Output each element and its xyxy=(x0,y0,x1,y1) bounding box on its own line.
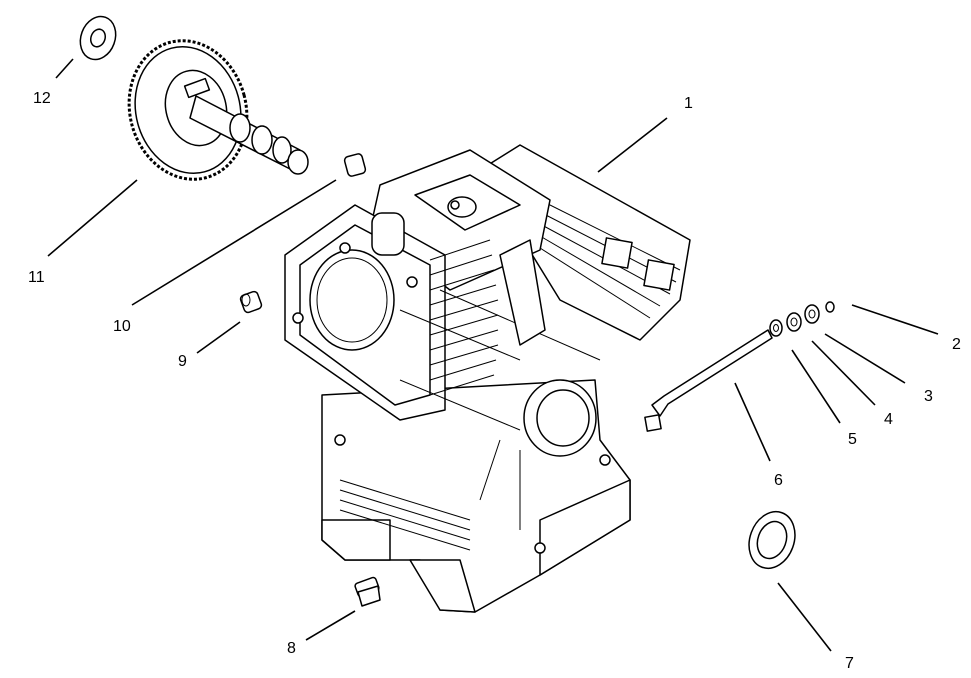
leader-1 xyxy=(597,117,668,173)
callout-8: 8 xyxy=(287,640,296,657)
callout-9: 9 xyxy=(178,353,187,370)
leader-2 xyxy=(851,304,939,335)
callout-4: 4 xyxy=(884,411,893,428)
part-3-washer xyxy=(804,304,820,324)
part-2-clip xyxy=(825,301,835,313)
part-1-crankcase xyxy=(284,144,691,613)
leader-4 xyxy=(811,340,876,406)
callout-1: 1 xyxy=(684,95,693,112)
part-9-dowel-pin xyxy=(239,290,263,314)
part-8-drain-plug xyxy=(354,576,381,607)
callout-12: 12 xyxy=(33,90,51,107)
part-11-camshaft-gear xyxy=(127,39,309,181)
leader-10 xyxy=(131,179,337,306)
leader-8 xyxy=(305,610,356,641)
callout-11: 11 xyxy=(28,269,45,286)
leader-3 xyxy=(824,333,906,384)
leader-6 xyxy=(734,382,771,462)
callout-2: 2 xyxy=(952,336,961,353)
leader-7 xyxy=(777,582,832,652)
part-7-oil-seal xyxy=(748,510,796,570)
part-12-washer xyxy=(79,15,117,61)
callout-5: 5 xyxy=(848,431,857,448)
leader-lines xyxy=(47,58,939,652)
leader-11 xyxy=(47,179,138,257)
callout-6: 6 xyxy=(774,472,783,489)
leader-5 xyxy=(791,349,841,424)
callout-3: 3 xyxy=(924,388,933,405)
part-10-plug xyxy=(343,153,367,177)
leader-9 xyxy=(196,321,241,354)
part-5-o-ring xyxy=(769,319,783,337)
leader-12 xyxy=(55,58,74,79)
callout-7: 7 xyxy=(845,655,854,672)
callout-10: 10 xyxy=(113,318,131,335)
callout-labels: 1 2 3 4 5 6 7 8 9 10 11 12 xyxy=(28,90,961,672)
part-4-nut xyxy=(786,312,802,332)
part-6-tube xyxy=(644,329,773,432)
